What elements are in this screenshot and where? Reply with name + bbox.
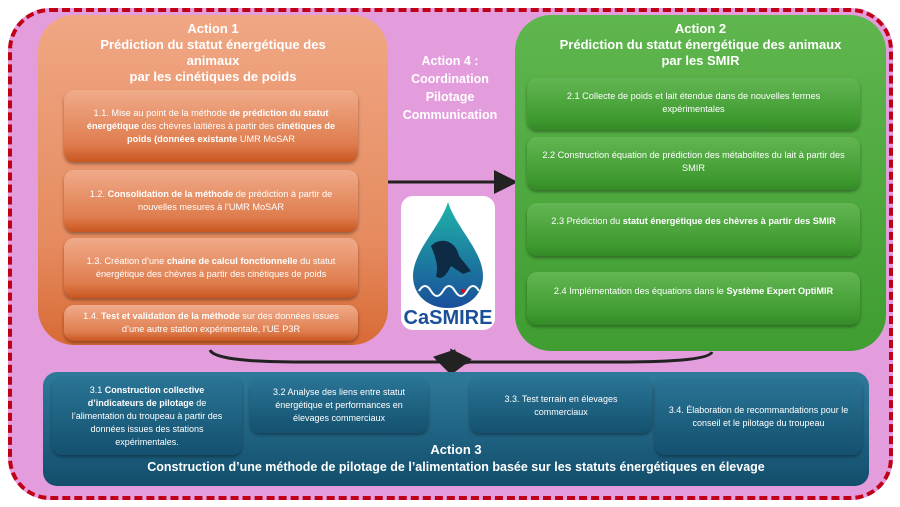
- task-text: 1.2. Consolidation de la méthode de préd…: [74, 188, 348, 214]
- arrow-action1-to-action3: [208, 349, 456, 376]
- task-text-segment: 1.4.: [83, 311, 102, 321]
- action2-title: Action 2 Prédiction du statut énergétiqu…: [515, 21, 886, 69]
- task-text: 3.2 Analyse des liens entre statut énerg…: [260, 386, 418, 425]
- task-text: 3.4. Élaboration de recommandations pour…: [665, 404, 852, 430]
- task-text-bold: statut énergétique des chèvres à partir …: [622, 216, 836, 226]
- task-text-segment: sur des données issues d’une autre stati…: [121, 311, 339, 334]
- task-1-3: 1.3. Création d’une chaine de calcul fon…: [64, 238, 358, 298]
- task-1-4: 1.4. Test et validation de la méthode su…: [64, 305, 358, 341]
- task-text-segment: de l’alimentation du troupeau à partir d…: [71, 397, 223, 447]
- task-text: 1.1. Mise au point de la méthode de préd…: [74, 107, 348, 146]
- task-2-4: 2.4 Implémentation des équations dans le…: [527, 272, 860, 325]
- action1-heading: Action 1: [187, 21, 239, 36]
- task-text-segment: UMR MoSAR: [237, 133, 295, 144]
- task-text-segment: 1.3. Création d’une: [86, 256, 167, 266]
- task-3-4: 3.4. Élaboration de recommandations pour…: [655, 378, 862, 455]
- task-text-segment: 3.3. Test terrain en élevages commerciau…: [504, 393, 618, 417]
- action2-title-line2: par les SMIR: [661, 53, 740, 68]
- action3-heading: Action 3: [430, 442, 482, 457]
- task-text: 2.4 Implémentation des équations dans le…: [554, 285, 833, 298]
- action4-heading: Action 4 :: [421, 54, 479, 68]
- task-text: 2.1 Collecte de poids et lait étendue da…: [537, 90, 850, 116]
- task-1-2: 1.2. Consolidation de la méthode de préd…: [64, 170, 358, 232]
- arrow-action2-to-action3: [450, 348, 714, 376]
- task-text-bold: cinétiques de poids (données existante: [127, 120, 336, 144]
- action2-title-line1: Prédiction du statut énergétique des ani…: [559, 37, 842, 52]
- task-text-segment: 1.2.: [89, 189, 108, 199]
- task-text-segment: 3.1: [89, 384, 105, 395]
- task-text-bold: Test et validation de la méthode: [101, 311, 240, 321]
- task-1-1: 1.1. Mise au point de la méthode de préd…: [64, 90, 358, 162]
- task-text-bold: chaine de calcul fonctionnelle: [166, 256, 298, 266]
- svg-text:CaSMIRE: CaSMIRE: [404, 307, 493, 329]
- task-text: 2.3 Prédiction du statut énergétique des…: [551, 215, 835, 228]
- action3-title-text: Construction d’une méthode de pilotage d…: [147, 460, 765, 474]
- task-text-segment: 3.2 Analyse des liens entre statut énerg…: [272, 387, 406, 423]
- task-text: 2.2 Construction équation de prédiction …: [537, 149, 850, 175]
- action4-line: Pilotage: [425, 90, 475, 104]
- action3-title: Action 3 Construction d’une méthode de p…: [43, 442, 869, 476]
- action2-heading: Action 2: [674, 21, 727, 36]
- action4-line: Coordination: [411, 72, 489, 86]
- task-text-bold: de prédiction du statut énergétique: [86, 107, 329, 131]
- action1-title-line1: Prédiction du statut énergétique des ani…: [100, 37, 326, 68]
- task-text-segment: 2.2 Construction équation de prédiction …: [542, 150, 845, 173]
- task-text-segment: 3.4. Élaboration de recommandations pour…: [668, 404, 849, 428]
- action4-line: Communication: [402, 108, 498, 122]
- action1-title: Action 1 Prédiction du statut énergétiqu…: [38, 21, 388, 85]
- task-text-segment: de prédiction à partir de nouvelles mesu…: [137, 189, 333, 212]
- task-2-2: 2.2 Construction équation de prédiction …: [527, 137, 860, 190]
- task-text: 1.3. Création d’une chaine de calcul fon…: [74, 255, 348, 281]
- task-text: 1.4. Test et validation de la méthode su…: [74, 310, 348, 336]
- task-text-segment: 2.3 Prédiction du: [551, 216, 623, 226]
- task-text: 3.3. Test terrain en élevages commerciau…: [480, 393, 642, 419]
- task-text-segment: 1.1. Mise au point de la méthode: [93, 107, 230, 118]
- task-text-segment: 2.4 Implémentation des équations dans le: [553, 286, 727, 296]
- task-2-1: 2.1 Collecte de poids et lait étendue da…: [527, 78, 860, 130]
- action1-title-line2: par les cinétiques de poids: [129, 69, 297, 84]
- task-3-2: 3.2 Analyse des liens entre statut énerg…: [250, 378, 428, 433]
- task-2-3: 2.3 Prédiction du statut énergétique des…: [527, 203, 860, 256]
- task-3-1: 3.1 Construction collective d’indicateur…: [52, 377, 242, 455]
- task-text-bold: Consolidation de la méthode: [107, 189, 234, 199]
- task-text: 3.1 Construction collective d’indicateur…: [62, 384, 232, 449]
- goat-drop-icon: CaSMIRE: [404, 202, 493, 329]
- task-text-segment: 2.1 Collecte de poids et lait étendue da…: [566, 91, 821, 114]
- casmire-logo: CaSMIRE: [401, 196, 495, 330]
- task-text-segment: du statut énergétique des chèvres à part…: [95, 256, 336, 279]
- task-text-bold: Construction collective d’indicateurs de…: [87, 384, 205, 408]
- action4-label: Action 4 : Coordination Pilotage Communi…: [392, 52, 508, 124]
- task-3-3: 3.3. Test terrain en élevages commerciau…: [470, 378, 652, 433]
- task-text-bold: Système Expert OptiMIR: [726, 286, 834, 296]
- task-text-segment: des chèvres laitières à partir des: [138, 120, 277, 131]
